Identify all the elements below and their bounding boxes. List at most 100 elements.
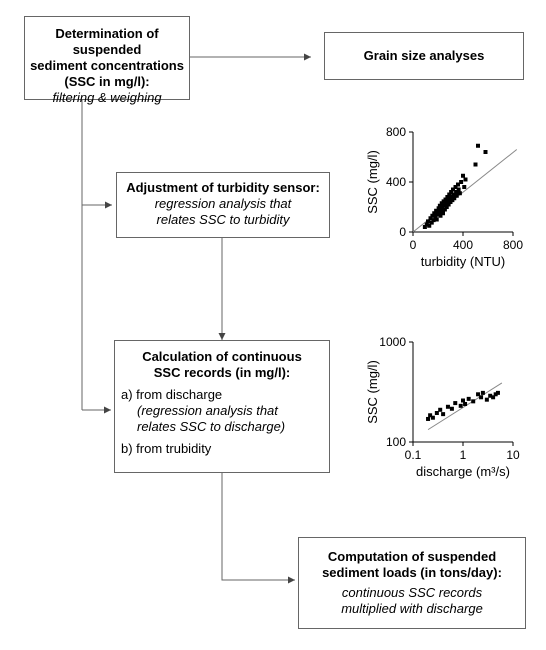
data-point: [458, 403, 463, 408]
data-point: [426, 219, 430, 224]
data-point: [434, 217, 439, 222]
data-point: [453, 185, 458, 189]
arrow-ssc-to-turbidity: [81, 100, 112, 209]
data-point: [445, 404, 450, 409]
data-point: [446, 202, 451, 207]
x-tick-label: 0.1: [405, 448, 422, 462]
data-point: [437, 210, 442, 214]
data-point: [451, 187, 455, 192]
data-point: [476, 392, 481, 397]
trendline: [427, 382, 503, 431]
data-point: [434, 208, 439, 213]
data-point: [438, 213, 443, 218]
ssc-title-line-3: (SSC in mg/l):: [64, 74, 150, 89]
data-point: [441, 211, 445, 216]
data-point: [429, 220, 434, 225]
data-point: [466, 396, 471, 401]
data-point: [463, 177, 468, 182]
data-point: [443, 197, 448, 202]
data-point: [441, 412, 446, 417]
data-point: [456, 187, 461, 192]
data-point: [453, 401, 458, 406]
ssc-title-line-1: Determination of suspended: [55, 26, 159, 57]
ssc-subtitle: filtering & weighing: [52, 90, 162, 105]
data-point: [454, 193, 459, 198]
loads-title-line-1: Computation of suspended: [327, 549, 497, 564]
x-tick-label: 0: [410, 238, 417, 252]
data-point: [491, 395, 496, 400]
data-point: [471, 399, 476, 404]
data-point: [432, 211, 437, 216]
data-point: [431, 218, 436, 223]
calc-item-a-note-1: (regression analysis that: [137, 403, 278, 418]
loads-subtitle-line-1: continuous SSC records: [341, 585, 483, 600]
grain-title: Grain size analyses: [363, 48, 485, 63]
x-axis-label: discharge (m³/s): [416, 464, 510, 479]
y-tick-label: 1000: [379, 335, 406, 349]
data-point: [436, 212, 440, 217]
turbidity-subtitle-line-2: relates SSC to turbidity: [156, 212, 290, 227]
x-tick-label: 400: [453, 238, 473, 252]
data-point: [439, 207, 444, 212]
turbidity-subtitle-line-1: regression analysis that: [154, 196, 292, 211]
data-point: [488, 393, 493, 398]
data-point: [456, 182, 460, 187]
data-point: [434, 410, 439, 415]
calc-item-b: b) from trubidity: [121, 441, 212, 456]
box-turbidity-adjustment: Adjustment of turbidity sensor: regressi…: [116, 172, 330, 238]
calc-item-a-note-2: relates SSC to discharge): [137, 419, 286, 434]
loads-subtitle-line-2: multiplied with discharge: [341, 601, 483, 616]
data-point: [462, 185, 467, 189]
data-point: [438, 407, 443, 412]
data-point: [463, 401, 468, 406]
y-tick-label: 0: [399, 225, 406, 239]
ssc-title-line-2: sediment concentrations: [30, 58, 184, 73]
data-point: [495, 390, 500, 395]
data-point: [424, 222, 429, 227]
data-point: [430, 415, 435, 420]
data-point: [461, 173, 465, 178]
y-axis-label: SSC (mg/l): [365, 360, 380, 424]
data-point: [473, 162, 478, 167]
data-point: [430, 213, 435, 218]
data-point: [422, 225, 427, 229]
data-point: [426, 416, 431, 421]
data-point: [484, 397, 489, 402]
data-point: [446, 198, 450, 203]
data-point: [479, 395, 484, 400]
x-tick-label: 1: [460, 448, 467, 462]
data-point: [447, 192, 452, 197]
box-sediment-loads: Computation of suspended sediment loads …: [298, 537, 526, 629]
data-point: [428, 413, 433, 418]
data-point: [459, 180, 464, 184]
data-point: [444, 201, 449, 206]
data-point: [444, 205, 449, 209]
data-point: [452, 196, 457, 201]
data-point: [437, 203, 442, 208]
data-point: [451, 192, 456, 197]
data-point: [436, 206, 441, 211]
data-point: [427, 223, 432, 228]
data-point: [480, 390, 485, 395]
turbidity-title: Adjustment of turbidity sensor:: [126, 180, 320, 195]
data-point: [445, 195, 450, 199]
box-continuous-ssc: Calculation of continuous SSC records (i…: [114, 340, 330, 473]
x-axis-label: turbidity (NTU): [421, 254, 506, 269]
x-tick-label: 10: [506, 448, 520, 462]
loads-title-line-2: sediment loads (in tons/day):: [322, 565, 502, 580]
data-point: [461, 398, 465, 403]
data-point: [454, 190, 459, 194]
data-point: [493, 392, 498, 397]
arrow-calculation-to-loads: [221, 473, 295, 584]
y-tick-label: 800: [386, 125, 406, 139]
y-axis-label: SSC (mg/l): [365, 150, 380, 214]
data-point: [449, 406, 454, 411]
y-tick-label: 400: [386, 175, 406, 189]
calc-title-line-1: Calculation of continuous: [142, 349, 302, 364]
data-point: [428, 216, 433, 221]
data-point: [457, 191, 462, 196]
data-point: [449, 190, 454, 194]
